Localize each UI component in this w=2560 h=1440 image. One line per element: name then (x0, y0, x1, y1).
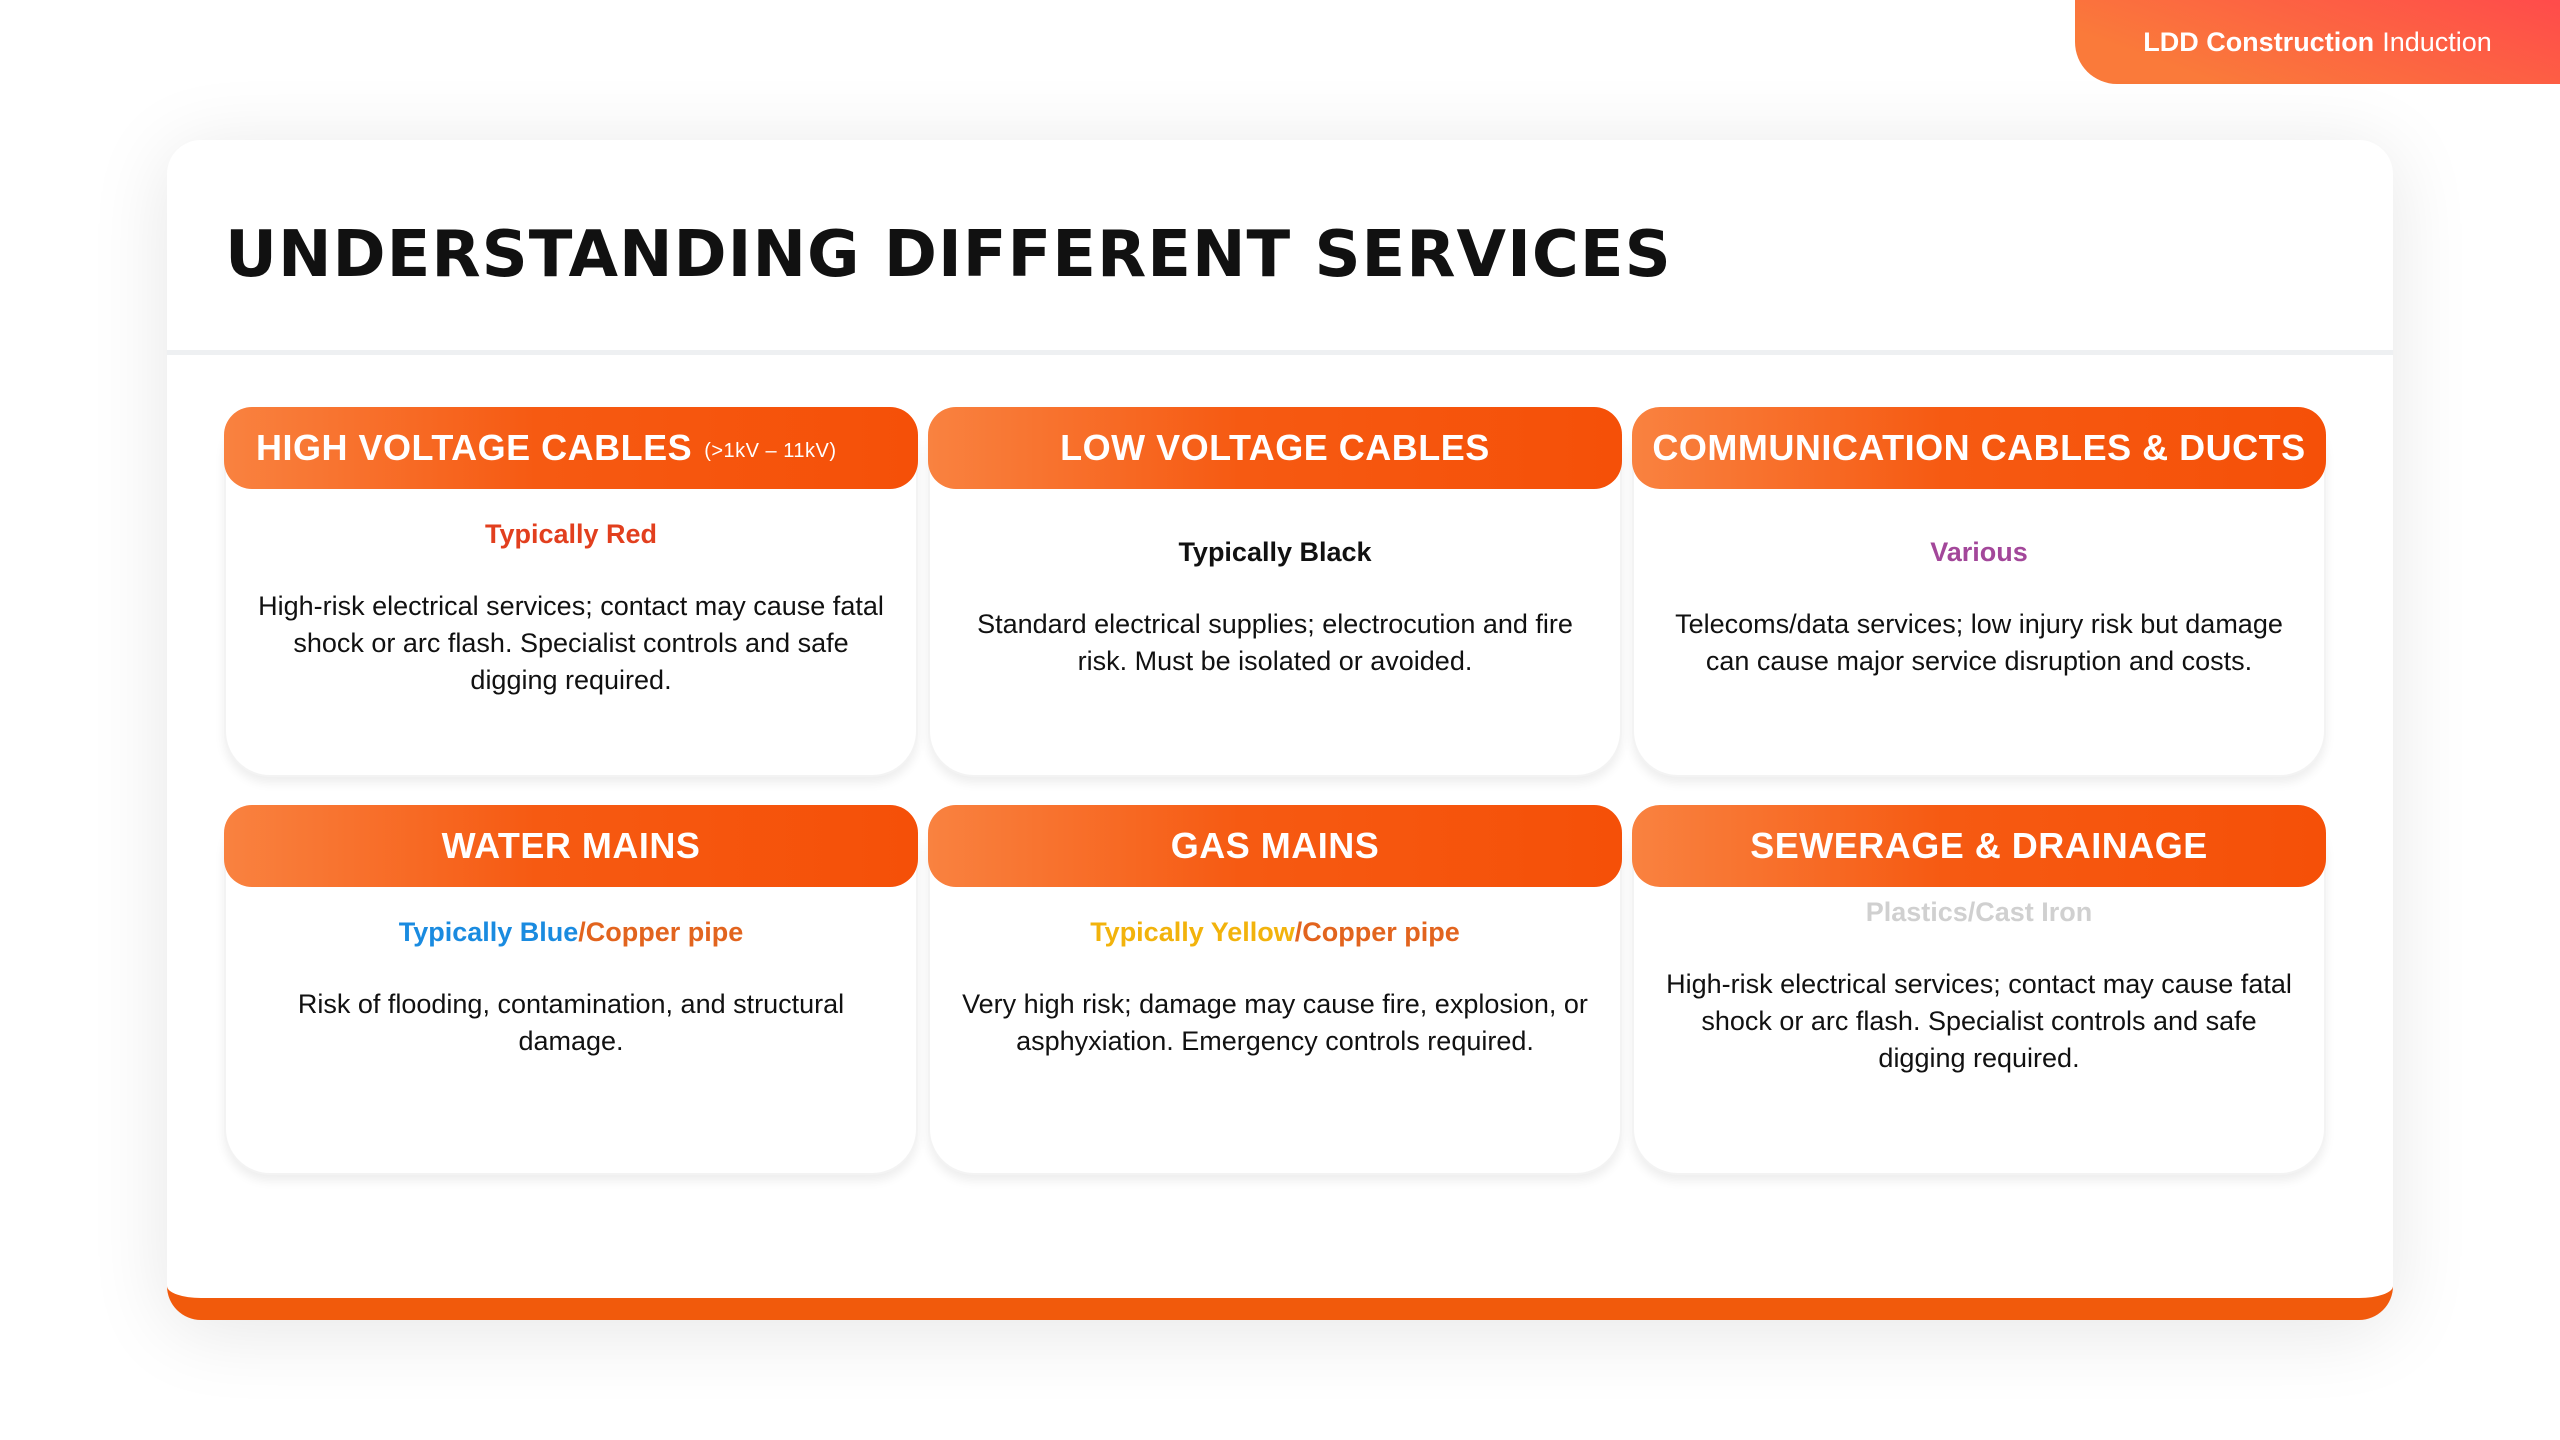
service-name: LOW VOLTAGE CABLES (1060, 427, 1490, 468)
subtitle-part: Plastics/Cast Iron (1865, 897, 2093, 927)
subtitle-part: Typically Blue (398, 917, 579, 947)
service-description: Telecoms/data services; low injury risk … (1675, 609, 2283, 676)
subtitle-part: Typically Yellow (1090, 917, 1295, 947)
service-name: WATER MAINS (441, 825, 701, 866)
brand-name: LDD Construction (2143, 26, 2375, 57)
service-subtitle: Typically Yellow/Copper pipe (1090, 917, 1460, 948)
service-description: Very high risk; damage may cause fire, e… (962, 989, 1588, 1056)
service-subtitle: Various (1930, 537, 2028, 568)
service-name: HIGH VOLTAGE CABLES (256, 427, 693, 468)
service-description: Risk of flooding, contamination, and str… (297, 989, 845, 1056)
service-subtitle: Plastics/Cast Iron (1866, 897, 2093, 928)
service-description: High-risk electrical services; contact m… (1666, 969, 2292, 1073)
service-header: HIGH VOLTAGE CABLES (>1kV – 11kV) (224, 407, 918, 489)
service-description: Standard electrical supplies; electrocut… (977, 609, 1573, 676)
service-name: SEWERAGE & DRAINAGE (1750, 825, 2208, 866)
subtitle-part: Typically Black (1178, 537, 1372, 567)
subtitle-part: Various (1930, 537, 2028, 567)
service-header: GAS MAINS (928, 805, 1622, 887)
service-header: COMMUNICATION CABLES & DUCTS (1632, 407, 2326, 489)
service-header: SEWERAGE & DRAINAGE (1632, 805, 2326, 887)
service-name: COMMUNICATION CABLES & DUCTS (1652, 427, 2306, 468)
page-title: UNDERSTANDING DIFFERENT SERVICES (225, 218, 1672, 292)
service-description: High-risk electrical services; contact m… (258, 591, 884, 695)
divider (167, 350, 2393, 355)
service-subtitle: Typically Black (1178, 537, 1371, 568)
brand-suffix: Induction (2382, 26, 2492, 57)
subtitle-part: Typically Red (484, 519, 658, 549)
service-name: GAS MAINS (1170, 825, 1380, 866)
service-subtitle: Typically Red (485, 519, 657, 550)
brand-tab: LDD Construction Induction (2075, 0, 2560, 84)
subtitle-part: /Copper pipe (1294, 917, 1460, 947)
subtitle-part: /Copper pipe (578, 917, 744, 947)
service-subtitle: Typically Blue/Copper pipe (399, 917, 744, 948)
slide-card: UNDERSTANDING DIFFERENT SERVICES HIGH VO… (167, 140, 2393, 1320)
service-header: LOW VOLTAGE CABLES (928, 407, 1622, 489)
service-header: WATER MAINS (224, 805, 918, 887)
voltage-range: (>1kV – 11kV) (704, 439, 837, 462)
service-card: HIGH VOLTAGE CABLES (>1kV – 11kV) Typicall… (224, 407, 918, 777)
